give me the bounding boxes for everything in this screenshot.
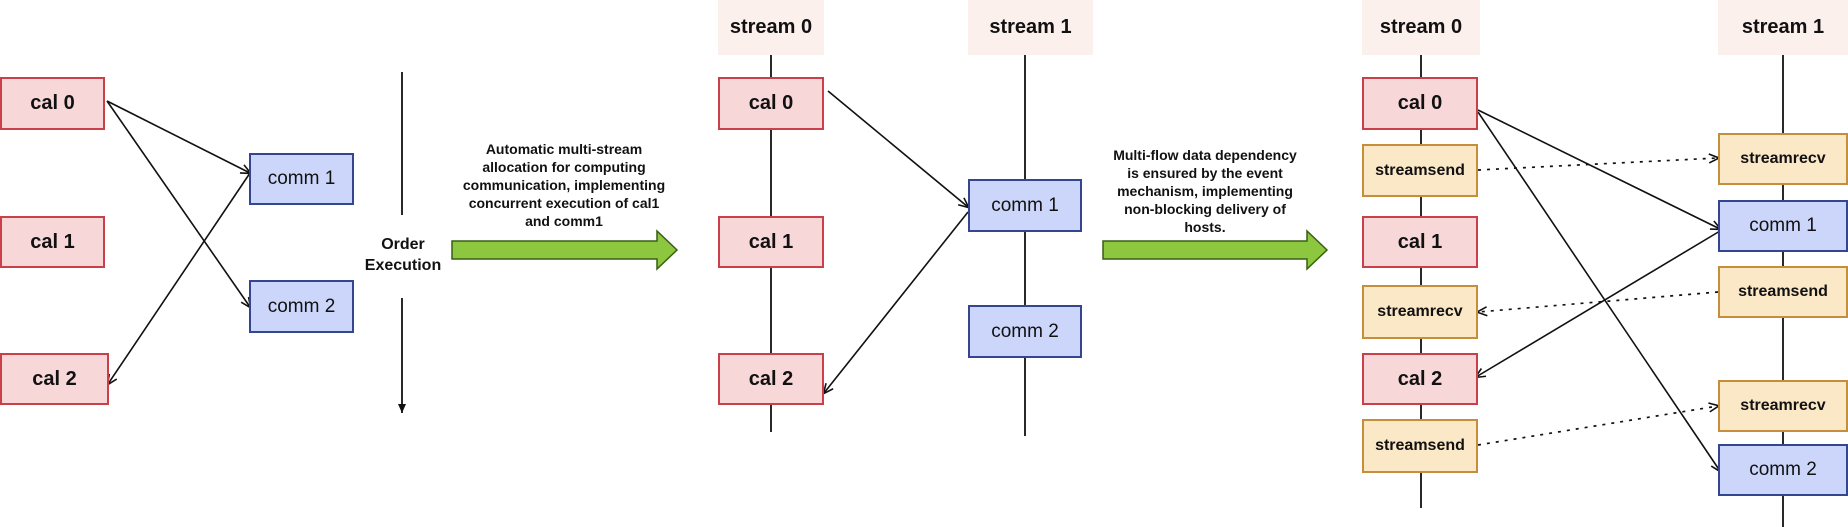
p3-comm2-box: comm 2 (1718, 444, 1848, 496)
transition1-line4: concurrent execution of cal1 (468, 195, 660, 211)
edge-cal0-comm2 (106, 100, 250, 307)
p2-stream0-header: stream 0 (718, 0, 824, 55)
p3-stream1-header: stream 1 (1718, 0, 1848, 55)
edge-comm1-s0cal2 (824, 211, 969, 393)
p3-streamsend-b: streamsend (1718, 266, 1848, 318)
p3-comm1-box: comm 1 (1718, 200, 1848, 252)
p3-streamrecv-a: streamrecv (1718, 133, 1848, 185)
transition2-line3: mechanism, implementing (1117, 183, 1293, 199)
p1-cal1-box: cal 1 (0, 216, 105, 268)
p3-cal2-box: cal 2 (1362, 353, 1478, 405)
edge-comm1-cal2 (108, 172, 251, 384)
transition2-line5: hosts. (1184, 219, 1226, 235)
p3-stream0-header: stream 0 (1362, 0, 1480, 55)
p1-cal2-box: cal 2 (0, 353, 109, 405)
transition1-note: Automatic multi-stream allocation for co… (448, 140, 680, 230)
p3-streamrecv-b: streamrecv (1362, 285, 1478, 339)
transition1-line3: communication, implementing (462, 177, 666, 193)
p3-cal0-box: cal 0 (1362, 77, 1478, 130)
p1-cal0-box: cal 0 (0, 77, 105, 130)
p2-stream1-header: stream 1 (968, 0, 1093, 55)
p2-comm1-box: comm 1 (968, 179, 1082, 232)
transition-arrow-2 (1102, 229, 1329, 271)
p3-cal1-box: cal 1 (1362, 216, 1478, 268)
edge-cal0-comm1 (106, 100, 250, 173)
edge-p3cal0-comm2 (1477, 111, 1720, 471)
event-send-a-to-recv-a (1477, 158, 1718, 171)
transition2-note: Multi-flow data dependency is ensured by… (1090, 146, 1320, 236)
transition2-line2: is ensured by the event (1127, 165, 1283, 181)
transition1-line5: and comm1 (525, 213, 603, 229)
transition2-line1: Multi-flow data dependency (1113, 147, 1297, 163)
edge-comm1-p3cal2 (1476, 230, 1721, 377)
p3-streamrecv-c: streamrecv (1718, 380, 1848, 432)
event-send-b-to-recv-b (1478, 291, 1719, 312)
edge-p3cal0-comm1 (1477, 109, 1720, 229)
transition-arrow-1 (451, 229, 679, 271)
p1-comm1-box: comm 1 (249, 153, 354, 205)
event-send-c-to-recv-c (1477, 406, 1718, 446)
p2-comm2-box: comm 2 (968, 305, 1082, 358)
p1-comm2-box: comm 2 (249, 280, 354, 333)
transition2-line4: non-blocking delivery of (1124, 201, 1286, 217)
p2-cal0-box: cal 0 (718, 77, 824, 130)
p3-streamsend-c: streamsend (1362, 419, 1478, 473)
p2-cal2-box: cal 2 (718, 353, 824, 405)
p3-streamsend-a: streamsend (1362, 144, 1478, 197)
order-label-line2: Execution (364, 257, 442, 274)
p2-cal1-box: cal 1 (718, 216, 824, 268)
transition1-line2: allocation for computing (482, 159, 646, 175)
edge-s0cal0-comm1 (827, 90, 968, 207)
order-execution-label: Order Execution (358, 234, 448, 276)
order-label-line1: Order (381, 236, 425, 253)
transition1-line1: Automatic multi-stream (485, 141, 643, 157)
